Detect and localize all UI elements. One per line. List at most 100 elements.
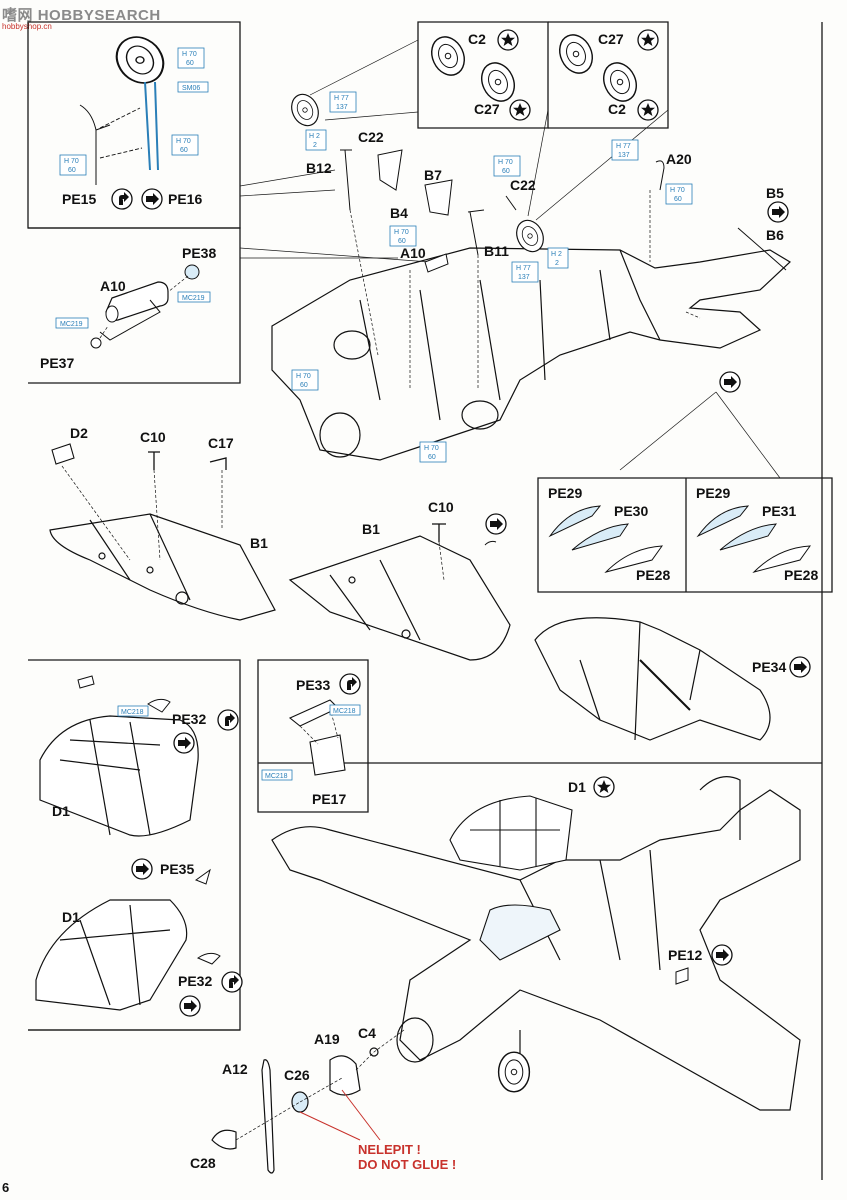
part-label-c10: C10 (140, 429, 166, 445)
part-label-d1: D1 (52, 803, 70, 819)
main-wheel (497, 1051, 531, 1093)
fuselage-underside (271, 247, 791, 461)
svg-text:MC219: MC219 (182, 295, 205, 302)
svg-text:60: 60 (502, 168, 510, 175)
bend-icon (221, 971, 243, 993)
part-label-pe28: PE28 (784, 567, 818, 583)
part-label-c17: C17 (208, 435, 234, 451)
canopy-d1-open (39, 715, 199, 837)
part-label-b6: B6 (766, 227, 784, 243)
part-label-pe32: PE32 (178, 973, 212, 989)
tailplane (534, 617, 771, 741)
svg-text:H 2: H 2 (551, 251, 562, 258)
part-c10 (148, 451, 160, 470)
page-number: 6 (2, 1180, 10, 1195)
windscreen-option-b (696, 505, 812, 573)
part-label-a19: A19 (314, 1031, 340, 1047)
svg-text:2: 2 (555, 260, 559, 267)
svg-text:H 70: H 70 (296, 373, 311, 380)
part-label-pe38: PE38 (182, 245, 216, 261)
star-icon (509, 99, 531, 121)
svg-text:137: 137 (336, 104, 348, 111)
svg-text:MC218: MC218 (121, 709, 144, 716)
part-label-d1: D1 (62, 909, 80, 925)
svg-text:H 70: H 70 (424, 445, 439, 452)
paint-ref-h70: H 70 (64, 158, 79, 165)
svg-text:60: 60 (674, 196, 682, 203)
part-label-a10: A10 (400, 245, 426, 261)
part-label-c10: C10 (428, 499, 454, 515)
fold-arrow-icon (789, 656, 811, 678)
part-label-pe32: PE32 (172, 711, 206, 727)
part-label-c4: C4 (358, 1025, 376, 1041)
svg-text:MC218: MC218 (333, 708, 356, 715)
part-label-b1: B1 (250, 535, 268, 551)
fold-arrow-icon (711, 944, 733, 966)
watermark-url: hobbyshop.cn (2, 22, 52, 31)
fold-arrow-icon (141, 188, 163, 210)
part-label-a12: A12 (222, 1061, 248, 1077)
part-c17 (209, 457, 227, 470)
assembly-guides (349, 190, 701, 390)
part-label-c28: C28 (190, 1155, 216, 1171)
fold-arrow-icon (179, 995, 201, 1017)
leader-lines (239, 39, 781, 479)
svg-text:60: 60 (300, 382, 308, 389)
svg-text:H 70: H 70 (394, 229, 409, 236)
part-label-c27: C27 (474, 101, 500, 117)
part-label-pe17: PE17 (312, 791, 346, 807)
part-label-b5: B5 (766, 185, 784, 201)
paint-ref-h70: H 70 (176, 138, 191, 145)
part-label-pe34: PE34 (752, 659, 786, 675)
part-label-c22: C22 (510, 177, 536, 193)
fold-arrow-icon (131, 858, 153, 880)
part-label-a20: A20 (666, 151, 692, 167)
svg-text:60: 60 (428, 454, 436, 461)
propeller-assembly (211, 1029, 405, 1174)
part-label-b11: B11 (484, 243, 509, 259)
wing-right-underside (288, 535, 511, 661)
part-label-pe29: PE29 (696, 485, 730, 501)
pe33-detail (288, 699, 346, 776)
part-label-b12: B12 (306, 160, 332, 176)
svg-text:H 77: H 77 (334, 95, 349, 102)
bend-icon (111, 188, 133, 210)
windscreen-option-a (548, 505, 664, 573)
part-label-d1: D1 (568, 779, 586, 795)
aircraft-fuselage (271, 776, 801, 1111)
part-label-a10: A10 (100, 278, 126, 294)
paint-ref-group-1: H 70 60 SM06 H 70 60 H 70 60 (59, 47, 209, 176)
part-label-b4: B4 (390, 205, 408, 221)
panel-frames (27, 21, 833, 1180)
bend-icon (339, 673, 361, 695)
gear-legs (340, 149, 787, 273)
paint-ref-group-2: MC219 MC219 (55, 291, 211, 329)
svg-text:H 77: H 77 (516, 265, 531, 272)
fold-arrow-icon (173, 732, 195, 754)
part-label-pe16: PE16 (168, 191, 202, 207)
part-label-pe28: PE28 (636, 567, 670, 583)
canopy-d1-closed (35, 899, 188, 1011)
svg-text:MC219: MC219 (60, 321, 83, 328)
part-label-b7: B7 (424, 167, 442, 183)
star-icon (637, 29, 659, 51)
main-gear-leg (79, 30, 172, 185)
part-label-c2: C2 (468, 31, 486, 47)
svg-text:137: 137 (618, 152, 630, 159)
fold-arrow-icon (485, 513, 507, 535)
part-a10-detail (90, 264, 200, 349)
paint-ref-60: 60 (180, 147, 188, 154)
paint-ref-60: 60 (68, 167, 76, 174)
part-label-b1: B1 (362, 521, 380, 537)
svg-text:H 2: H 2 (309, 133, 320, 140)
canopy-assembled (449, 795, 573, 961)
part-label-c26: C26 (284, 1067, 310, 1083)
part-label-pe15: PE15 (62, 191, 96, 207)
tail-wheel (286, 89, 324, 131)
svg-text:H 70: H 70 (498, 159, 513, 166)
svg-text:60: 60 (398, 238, 406, 245)
do-not-glue-note: NELEPIT ! DO NOT GLUE ! (358, 1142, 457, 1172)
part-label-c22: C22 (358, 129, 384, 145)
